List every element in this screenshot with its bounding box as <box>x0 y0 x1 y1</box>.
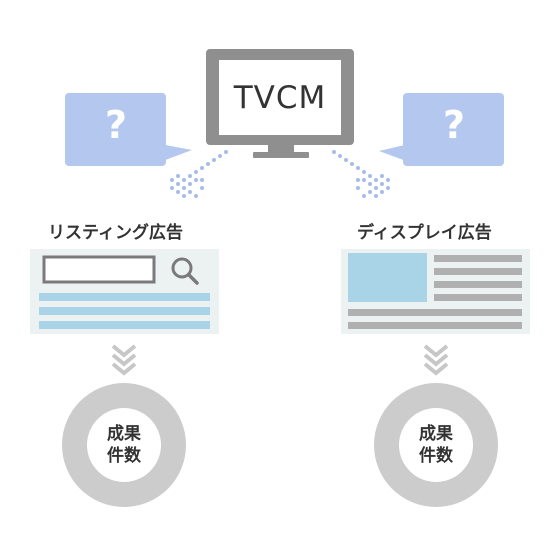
text-line <box>434 294 522 301</box>
search-box <box>42 255 156 284</box>
tv-label: TVCM <box>233 80 327 116</box>
result-bar <box>39 293 210 301</box>
text-line <box>348 309 522 316</box>
display-result-line1: 成果 <box>419 424 453 444</box>
result-bar <box>39 321 210 329</box>
dotted-connector-left <box>170 150 228 198</box>
question-bubble-icon-left <box>65 93 192 166</box>
search-icon <box>171 257 199 285</box>
display-ad-panel <box>341 249 530 334</box>
result-bar <box>39 307 210 315</box>
question-mark-right: ? <box>442 103 466 147</box>
question-mark-left: ? <box>104 103 128 147</box>
banner-image <box>348 253 427 302</box>
result-ring-right <box>374 383 498 507</box>
display-ad-title: ディスプレイ広告 <box>357 223 492 243</box>
listing-ad-panel <box>30 249 219 334</box>
result-ring-left <box>62 383 186 507</box>
dotted-connector-right <box>332 150 390 198</box>
text-line <box>434 281 522 288</box>
chevron-down-icon-right <box>423 344 449 376</box>
display-result-label: 成果 件数 <box>396 423 476 467</box>
listing-ad-title: リスティング広告 <box>48 223 183 243</box>
text-line <box>434 268 522 275</box>
text-line <box>348 322 522 329</box>
display-result-line2: 件数 <box>419 446 453 466</box>
chevron-down-icon-left <box>111 344 137 376</box>
tv-monitor-icon <box>206 49 354 158</box>
listing-result-label: 成果 件数 <box>84 423 164 467</box>
text-line <box>434 255 522 262</box>
listing-result-line2: 件数 <box>107 446 141 466</box>
question-bubble-icon-right <box>379 93 504 166</box>
listing-result-line1: 成果 <box>107 424 141 444</box>
